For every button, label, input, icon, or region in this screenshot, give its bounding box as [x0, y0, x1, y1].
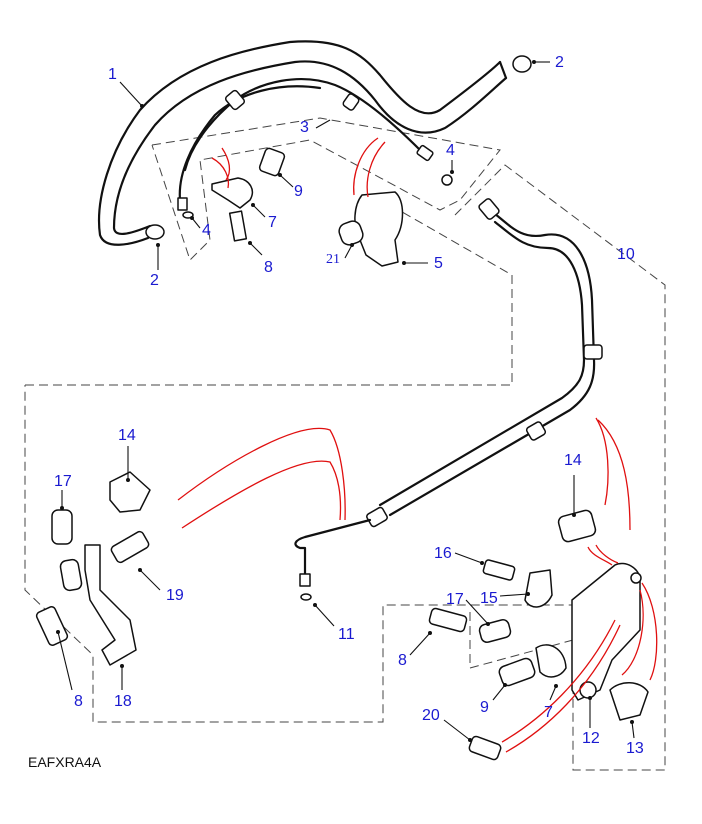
hose-ferrule [583, 344, 603, 360]
callout-4: 4 [446, 142, 455, 159]
clamp-7 [211, 177, 254, 209]
callout-10: 10 [617, 246, 635, 263]
callout-13: 13 [626, 740, 644, 757]
callout-9: 9 [480, 699, 489, 716]
callout-11: 11 [338, 626, 355, 643]
hose-1-inner [112, 60, 508, 235]
group-boundary-10 [24, 164, 666, 771]
bracket-18 [84, 544, 137, 666]
hose-1-end [498, 60, 508, 80]
pipe-upper-b [178, 85, 322, 202]
assembly-line [595, 417, 609, 506]
assembly-line [181, 460, 342, 529]
bush-9 [258, 147, 286, 177]
assembly-line [641, 582, 658, 681]
assembly-line [505, 624, 621, 753]
pipe-ferrule [224, 89, 246, 111]
plate-hole [630, 572, 642, 584]
callout-8: 8 [264, 259, 273, 276]
hose-clip-2 [145, 224, 165, 240]
bolt-8 [428, 607, 468, 633]
clamp-7 [535, 644, 567, 678]
bolt-20 [468, 735, 502, 761]
hose-10-end-fitting [478, 198, 500, 220]
hose-clip-2 [512, 55, 532, 73]
clip-13 [609, 682, 649, 721]
assembly-line [597, 419, 631, 531]
bush-17 [478, 619, 512, 643]
bolt-16 [482, 559, 516, 581]
bush-17 [51, 509, 73, 545]
o-ring-4 [182, 211, 194, 219]
mounting-plate [571, 562, 641, 701]
clip-14 [109, 471, 151, 513]
bolt-8 [35, 606, 69, 646]
hose-10-inner [378, 220, 586, 507]
callout-14: 14 [564, 452, 582, 469]
callout-19: 19 [166, 587, 184, 604]
assembly-line [211, 157, 230, 189]
pipe-upper-a [183, 78, 422, 172]
o-ring-4 [441, 174, 453, 186]
pipe-ferrule [342, 93, 360, 111]
callout-4: 4 [202, 222, 211, 239]
callout-17: 17 [54, 473, 72, 490]
connector-21 [338, 220, 364, 246]
callout-2: 2 [555, 54, 564, 71]
mounting-bracket-5 [354, 191, 404, 267]
assembly-line [366, 141, 386, 198]
assembly-line [177, 427, 346, 521]
bolt-8 [228, 210, 248, 242]
hose-ferrule [366, 506, 388, 528]
hose-ferrule [525, 421, 547, 441]
leader-lines [56, 60, 635, 742]
callout-21: 21 [326, 252, 340, 267]
assembly-line [595, 544, 619, 564]
bolt-19 [110, 530, 150, 564]
bush-9 [498, 657, 536, 687]
diagram-reference-code: EAFXRA4A [28, 754, 102, 770]
callout-18: 18 [114, 693, 132, 710]
hose-10-outer [388, 208, 596, 517]
nut-12 [579, 681, 597, 699]
callout-5: 5 [434, 255, 443, 272]
callout-14: 14 [118, 427, 136, 444]
callout-20: 20 [422, 707, 440, 724]
hose-1-outer [98, 40, 502, 246]
assembly-line [221, 147, 231, 181]
union-nut [299, 573, 311, 587]
pipe-lower [294, 518, 372, 577]
callout-1: 1 [108, 66, 117, 83]
assembly-line [353, 137, 379, 196]
callout-9: 9 [294, 183, 303, 200]
callout-12: 12 [582, 730, 600, 747]
clip-15 [524, 569, 553, 608]
callout-8: 8 [398, 652, 407, 669]
callout-8: 8 [74, 693, 83, 710]
callout-17: 17 [446, 591, 464, 608]
callout-3: 3 [300, 119, 309, 136]
union-nut [177, 197, 188, 211]
callout-2: 2 [150, 272, 159, 289]
union-nut [416, 144, 434, 162]
callout-7: 7 [268, 214, 277, 231]
assembly-line [621, 589, 644, 676]
assembly-line [587, 546, 613, 566]
group-boundary-main [25, 204, 513, 386]
o-ring-11 [300, 593, 312, 601]
clip-14 [557, 509, 597, 543]
spacer [59, 558, 83, 592]
callout-7: 7 [544, 704, 553, 721]
assembly-line [501, 619, 616, 743]
callout-16: 16 [434, 545, 452, 562]
callout-15: 15 [480, 590, 498, 607]
